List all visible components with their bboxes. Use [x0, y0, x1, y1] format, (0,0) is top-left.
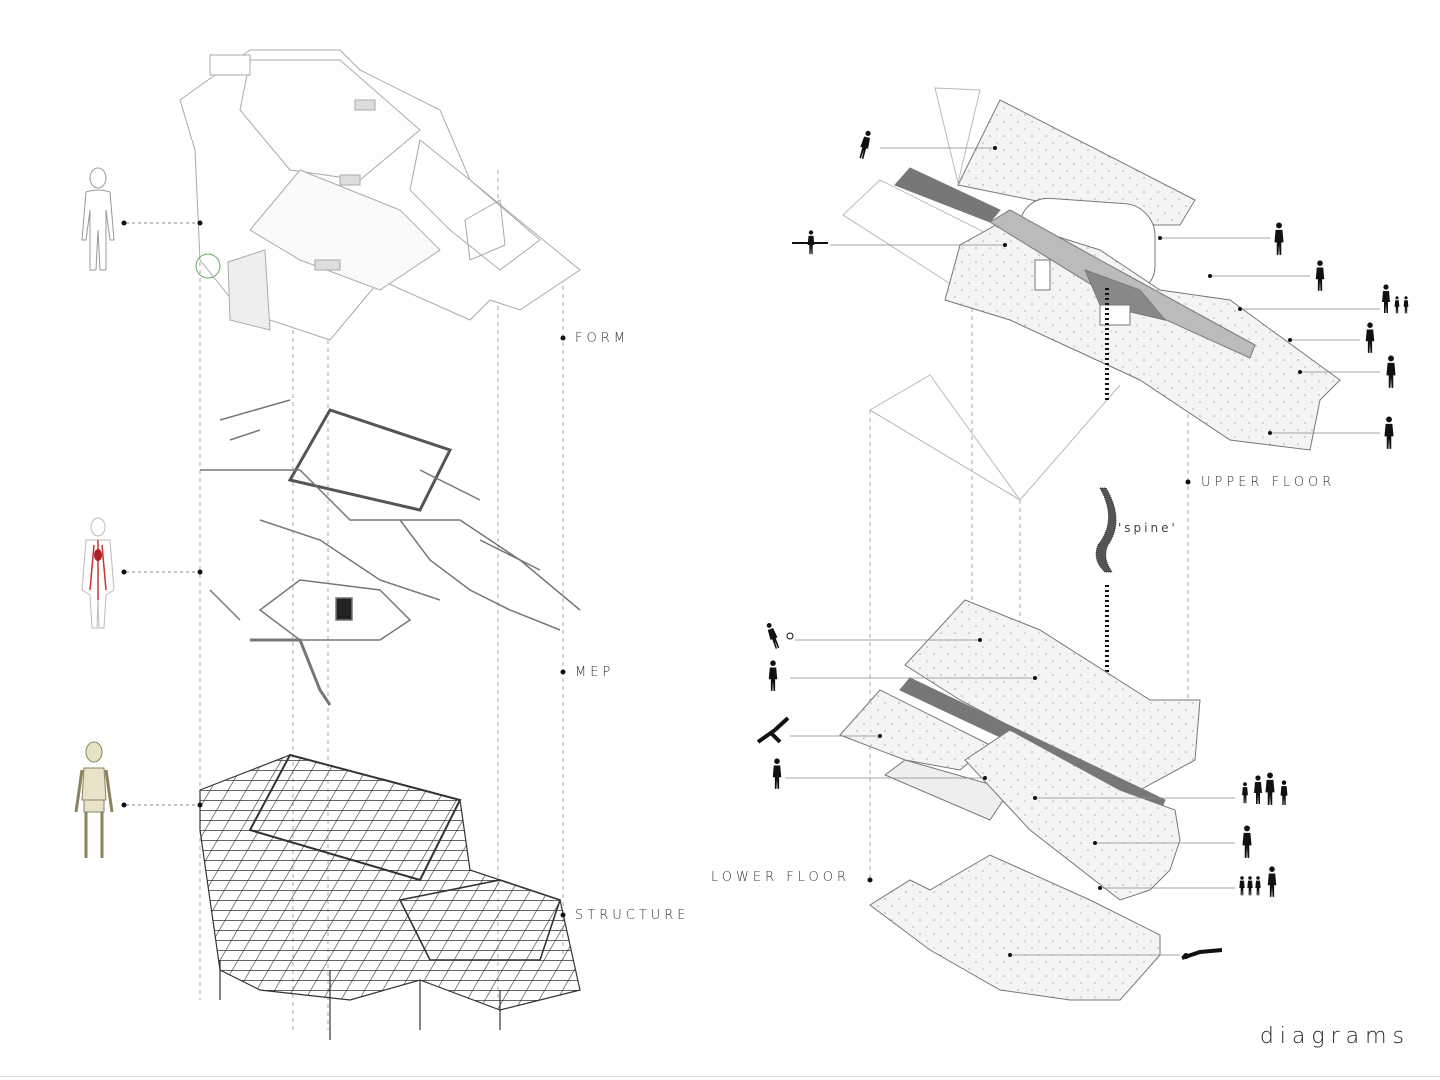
lower-floor-plate — [839, 599, 1201, 1001]
man-walking-icon — [1242, 825, 1252, 858]
weightlifter-icon — [792, 230, 828, 255]
activity-leaders — [785, 147, 1380, 956]
man-icon — [1386, 355, 1396, 388]
left-dots — [121, 220, 566, 918]
children-group-icon — [1239, 866, 1277, 897]
skeleton-icon — [74, 741, 114, 858]
person-waving-icon — [1315, 260, 1325, 291]
form-layer-building — [179, 49, 581, 341]
upper-floor-label: UPPER FLOOR — [1201, 475, 1336, 490]
person-phone-icon — [1384, 416, 1394, 449]
upper-floor-plate — [894, 99, 1341, 451]
person-standing-icon — [772, 758, 782, 789]
family-group-icon — [1242, 772, 1288, 806]
woman-icon — [1365, 322, 1375, 353]
mep-label: MEP — [575, 665, 615, 680]
tennis-player-icon — [764, 621, 794, 650]
left-guides — [199, 150, 564, 1030]
form-label: FORM — [575, 331, 629, 346]
basketball-player-icon — [768, 660, 778, 691]
family-icon — [1382, 284, 1409, 314]
structure-layer-frame — [199, 753, 581, 1040]
left-leaders — [126, 222, 200, 806]
runner-icon — [857, 129, 873, 160]
businessman-icon — [1274, 222, 1284, 255]
circulatory-system-icon — [81, 517, 115, 629]
structure-label: STRUCTURE — [575, 908, 690, 923]
yoga-icon — [756, 716, 790, 744]
page-title: diagrams — [1259, 1024, 1410, 1049]
human-figure-icon — [81, 167, 115, 271]
activity-dots — [867, 146, 1302, 957]
lower-floor-label: LOWER FLOOR — [711, 870, 850, 885]
bottom-divider — [0, 1076, 1440, 1077]
mep-layer-ducts — [200, 399, 581, 706]
spine-label: 'spine' — [1118, 521, 1178, 535]
swimmer-icon — [1181, 948, 1223, 960]
vertebrae-icon — [1095, 487, 1117, 573]
